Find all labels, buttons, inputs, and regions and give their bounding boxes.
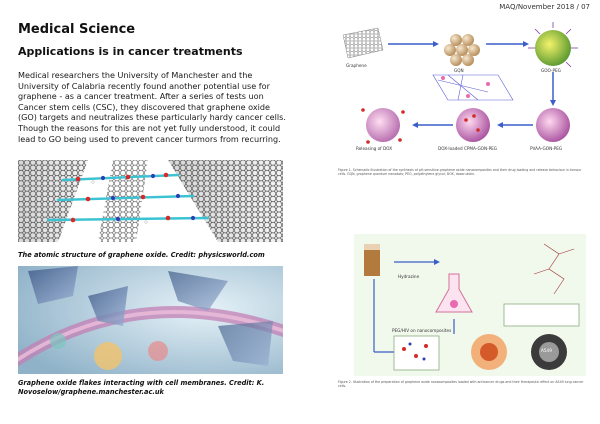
label-pvaa: PVAA-GON-PEG [530,146,563,151]
label-dox-loaded: DOX-loaded CPMA-GON-PEG [438,146,498,151]
article-body: Medical researchers the University of Ma… [18,70,286,144]
label-gqn: GQN [454,68,464,73]
label-a549: A549 [541,348,552,353]
label-nanocomposites: PEG/HIV on nanocomposites [392,328,452,333]
nanocomposite-preparation-figure: Hydrazine PEG/HIV on nanocomposites A549 [354,234,586,376]
section-title: Medical Science [18,22,136,37]
page-header-ref: MAQ/November 2018 / 07 [499,3,590,11]
graphene-flakes-membrane-image [18,266,283,374]
graphene-oxide-structure-image [18,160,283,242]
label-goo-peg: GOO-PEG [541,68,561,73]
figure-2-caption: Graphene oxide flakes interacting with c… [18,379,265,396]
label-hydrazine: Hydrazine [398,274,420,279]
schematic-caption: Figure 1. Schematic illustration of the … [338,168,582,177]
bottom-figure-caption: Figure 2. Illustration of the preparatio… [338,380,584,389]
label-graphene: Graphene [346,63,367,68]
figure-1-caption: The atomic structure of graphene oxide. … [18,251,265,259]
article-title: Applications is in cancer treatments [18,45,243,58]
synthesis-schematic-diagram: Graphene GQN GOO-PEG Releasing of DOX DO… [338,20,588,165]
label-releasing: Releasing of DOX [356,146,393,151]
